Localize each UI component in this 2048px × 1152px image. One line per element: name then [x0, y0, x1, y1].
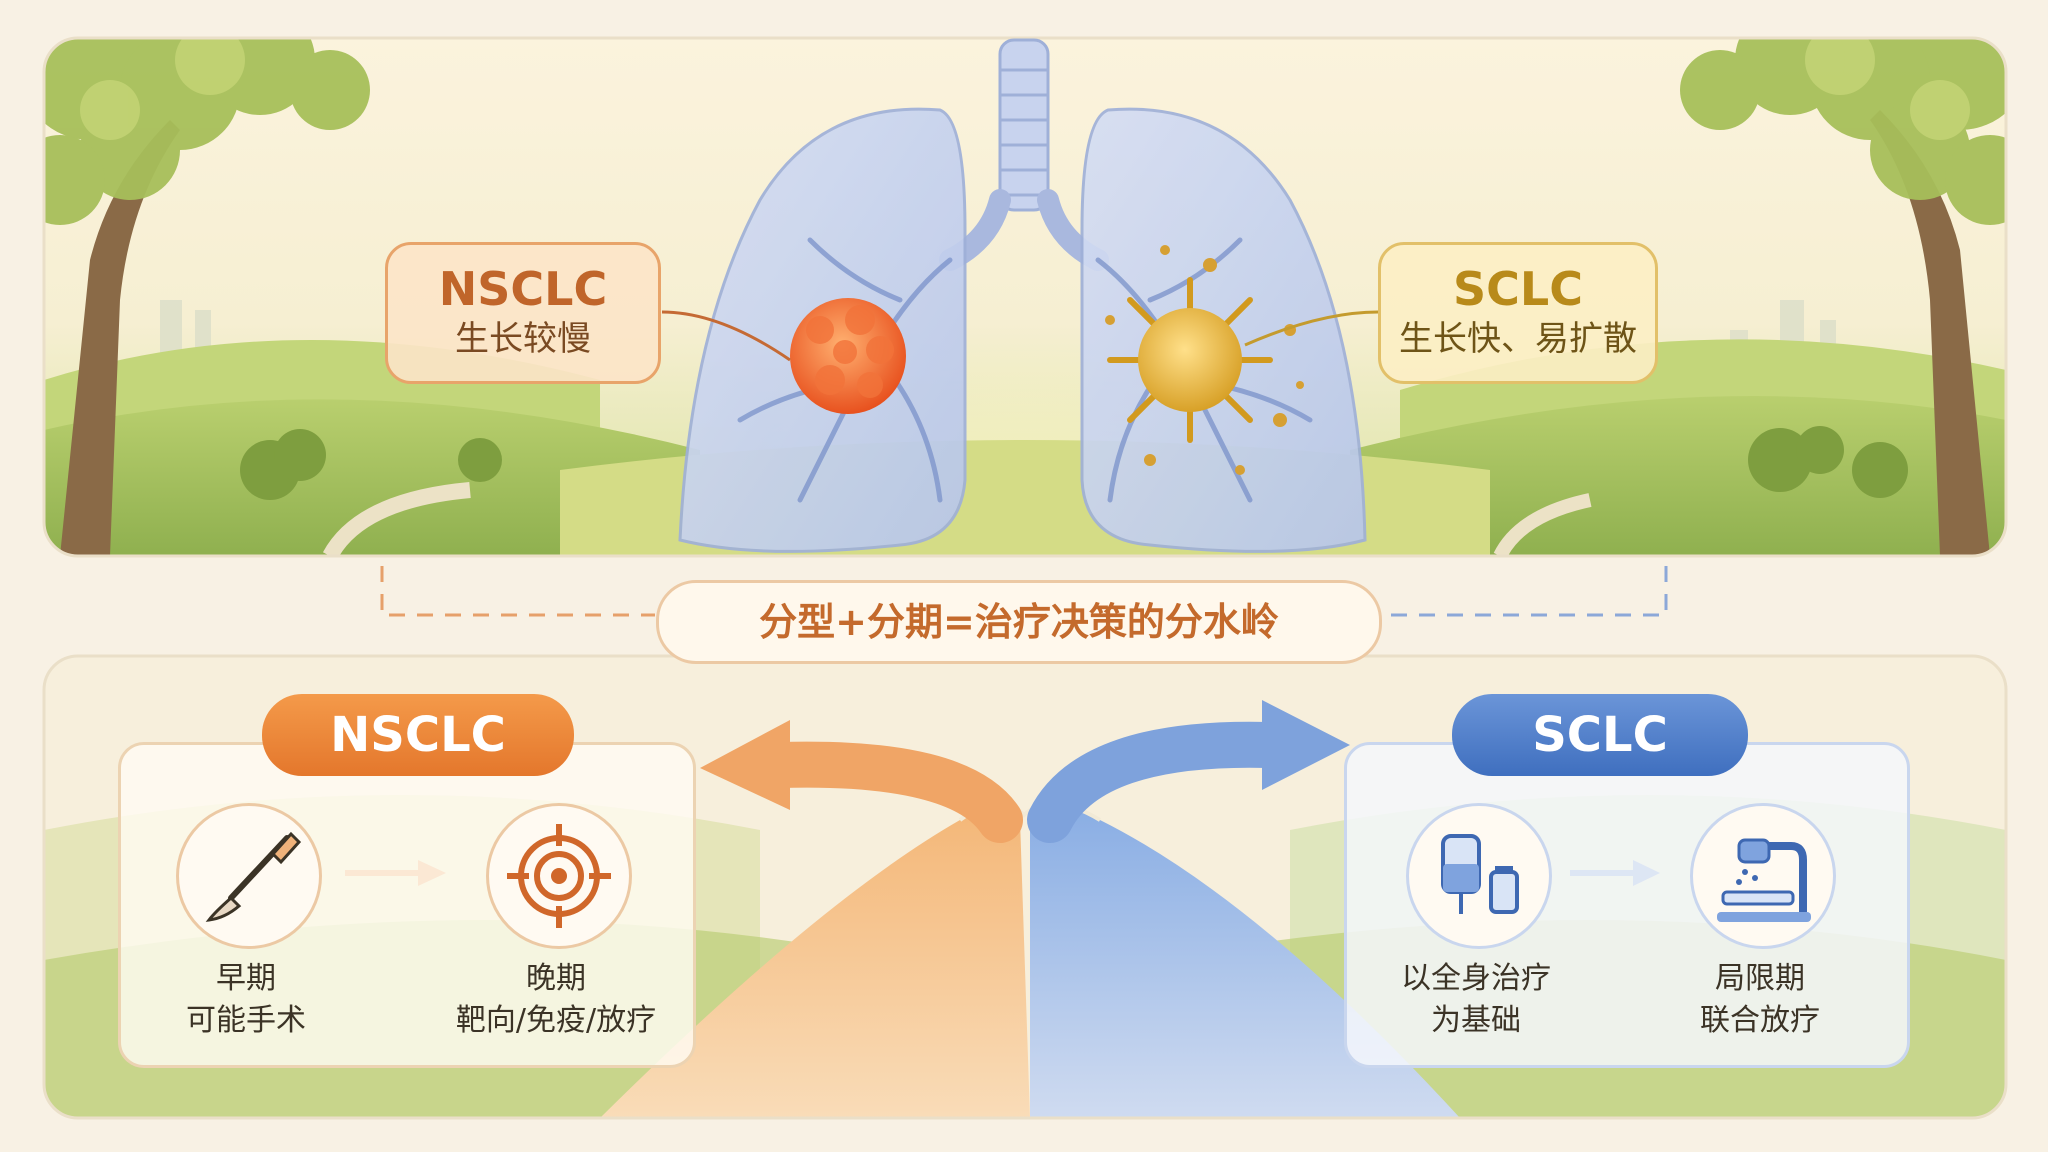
nsclc-badge: NSCLC — [262, 694, 574, 776]
target-icon — [486, 803, 632, 949]
iv-drip-icon — [1406, 803, 1552, 949]
nsclc-early-caption: 早期 可能手术 — [186, 961, 306, 1038]
sclc-tumor-icon — [1105, 245, 1304, 475]
sclc-limited-caption: 局限期 联合放疗 — [1700, 961, 1820, 1038]
radiation-machine-icon — [1690, 803, 1836, 949]
decision-banner: 分型+分期=治疗决策的分水岭 — [656, 580, 1382, 664]
sclc-badge: SCLC — [1452, 694, 1748, 776]
nsclc-tumor-icon — [790, 298, 906, 414]
nsclc-label-title: NSCLC — [438, 262, 608, 316]
sclc-label-title: SCLC — [1453, 262, 1583, 316]
nsclc-late-caption: 晚期 靶向/免疫/放疗 — [455, 961, 657, 1038]
nsclc-label-subtitle: 生长较慢 — [455, 319, 591, 359]
scalpel-icon — [176, 803, 322, 949]
nsclc-growth-label: NSCLC 生长较慢 — [385, 242, 661, 384]
decision-banner-text: 分型+分期=治疗决策的分水岭 — [759, 600, 1279, 644]
sclc-systemic-caption: 以全身治疗 为基础 — [1401, 961, 1551, 1038]
sclc-label-subtitle: 生长快、易扩散 — [1399, 319, 1637, 359]
lung-illustration — [661, 38, 1379, 553]
sclc-growth-label: SCLC 生长快、易扩散 — [1378, 242, 1658, 384]
